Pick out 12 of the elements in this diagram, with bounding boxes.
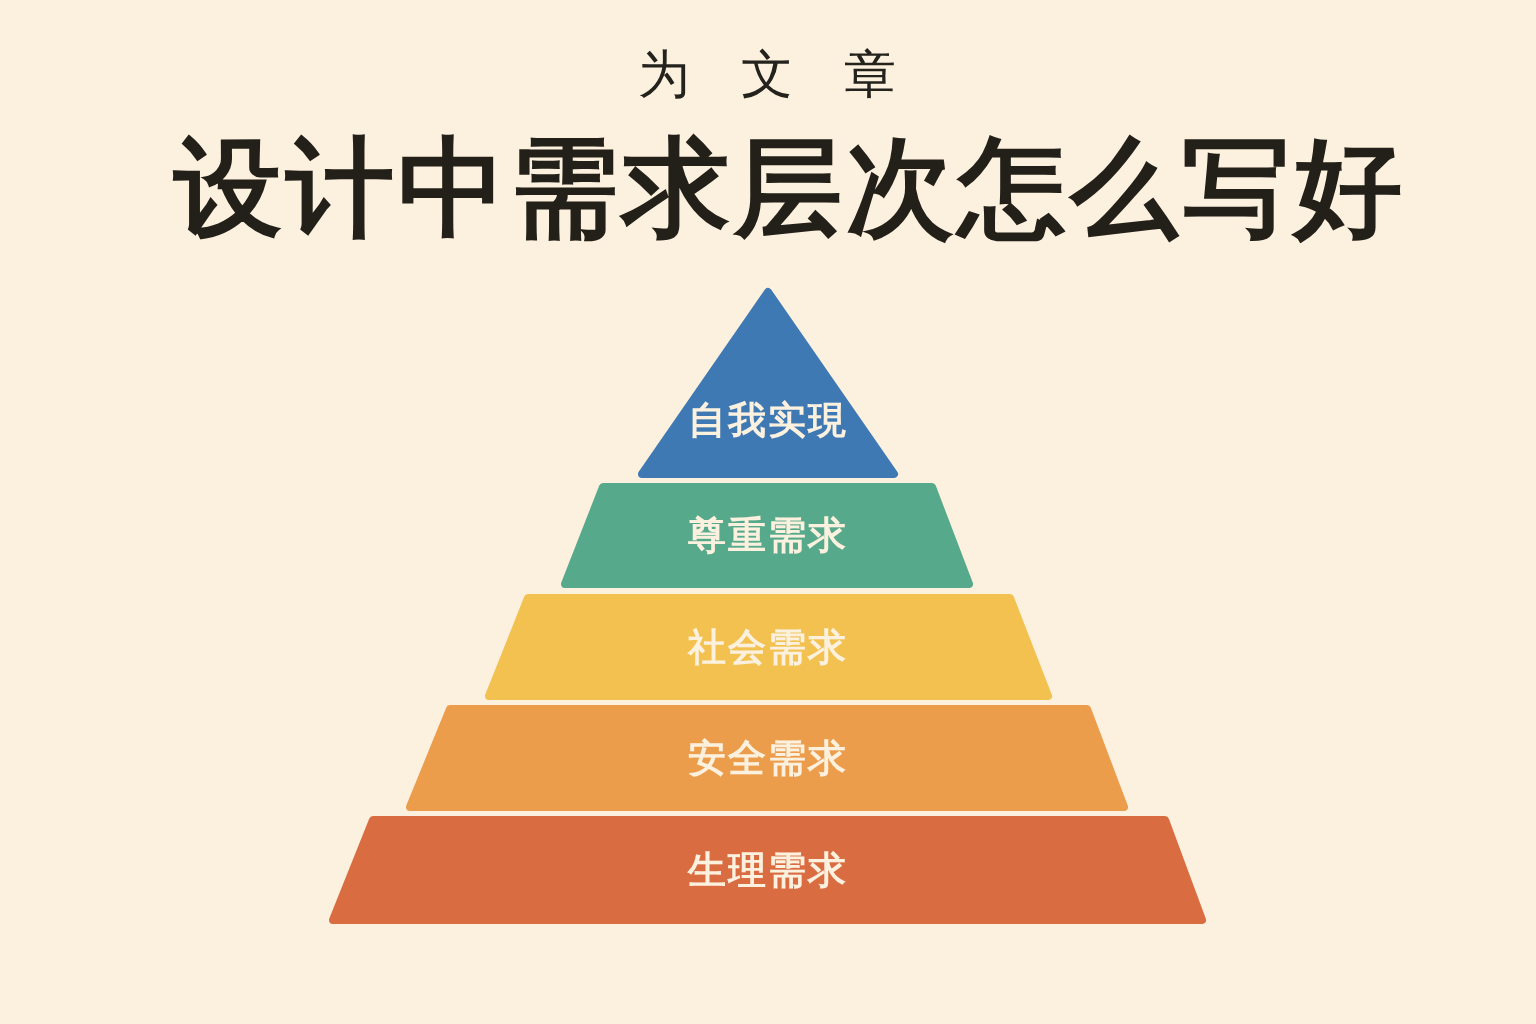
subtitle: 为文章 — [638, 44, 896, 104]
triangle-tier — [638, 288, 898, 478]
trapezoid-tier — [485, 594, 1052, 700]
tier-label: 社会需求 — [688, 626, 848, 668]
trapezoid-tier — [406, 705, 1128, 811]
tier-label: 安全需求 — [688, 737, 848, 779]
title: 设计中需求层次怎么写好 — [174, 128, 1406, 248]
trapezoid-tier — [329, 816, 1206, 924]
tier-label: 尊重需求 — [688, 514, 848, 556]
tier-label: 自我实現 — [688, 399, 848, 441]
trapezoid-tier — [561, 483, 973, 588]
tier-label: 生理需求 — [688, 849, 848, 891]
